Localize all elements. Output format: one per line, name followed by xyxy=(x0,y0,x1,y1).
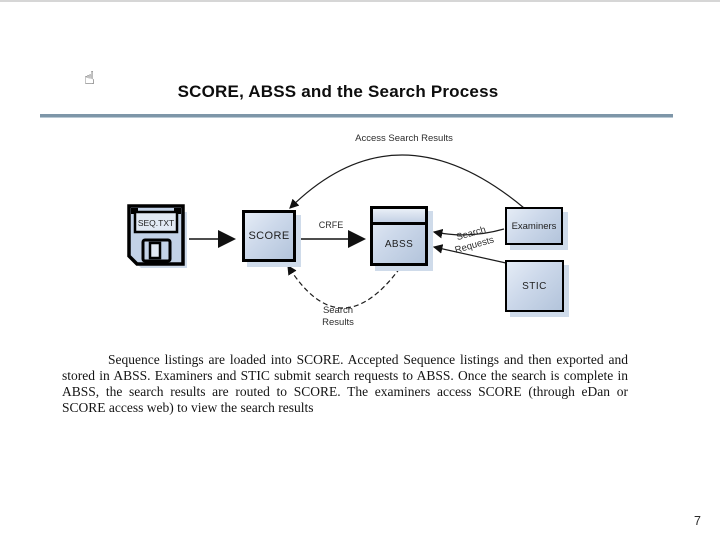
node-stic-label: STIC xyxy=(522,280,547,292)
edge-label-search-results: Search Results xyxy=(307,305,369,329)
hand-cursor-icon: ☝ xyxy=(84,68,95,89)
slide-title: SCORE, ABSS and the Search Process xyxy=(177,82,499,101)
body-paragraph: Sequence listings are loaded into SCORE.… xyxy=(62,352,628,415)
floppy-shutter xyxy=(141,238,172,263)
page-number: 7 xyxy=(694,514,701,528)
line-examiners-to-abss xyxy=(432,228,505,239)
floppy-disk-icon: SEQ.TXT xyxy=(125,202,191,272)
node-score: SCORE xyxy=(242,210,296,262)
curve-abss-to-score-search-results xyxy=(287,264,401,309)
node-score-label: SCORE xyxy=(248,230,290,242)
floppy-label-area xyxy=(133,210,179,234)
node-abss: ABSS xyxy=(370,206,428,266)
edge-label-search-results-line2: Results xyxy=(322,317,354,328)
node-examiners-label: Examiners xyxy=(511,220,557,232)
node-stic: STIC xyxy=(505,260,564,312)
floppy-shutter-window xyxy=(148,241,162,260)
floppy-label: SEQ.TXT xyxy=(138,218,174,228)
node-abss-label: ABSS xyxy=(384,238,414,250)
edge-label-access-search-results: Access Search Results xyxy=(355,133,453,144)
edge-label-search-results-line1: Search xyxy=(322,305,354,316)
edge-label-crfe: CRFE xyxy=(318,220,344,230)
node-examiners: Examiners xyxy=(505,207,563,245)
curve-examiners-to-score-access-results xyxy=(289,154,525,209)
title-divider xyxy=(40,114,673,118)
node-abss-header-compartment xyxy=(373,209,425,225)
line-stic-to-abss xyxy=(432,244,507,264)
